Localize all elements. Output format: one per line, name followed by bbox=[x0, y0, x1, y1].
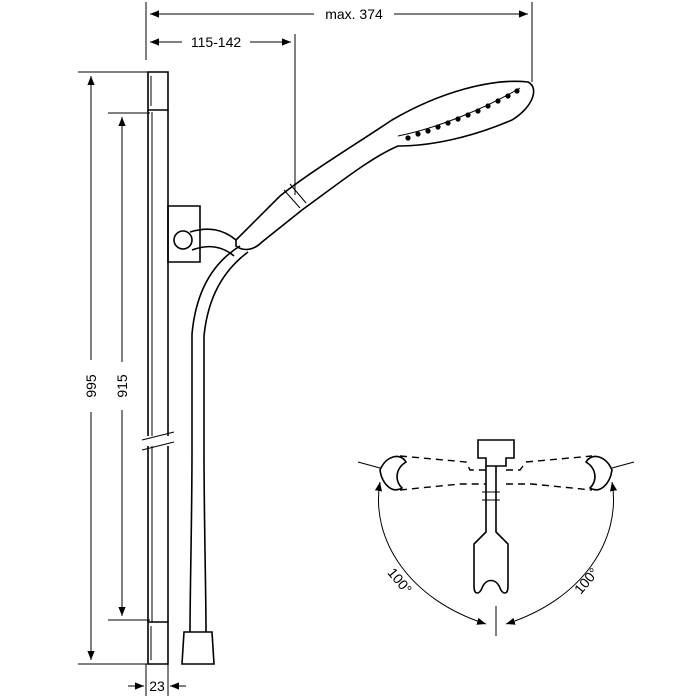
rail-depth-label: 23 bbox=[149, 678, 165, 694]
swivel-right-label: 100° bbox=[571, 565, 602, 597]
spray-face bbox=[405, 88, 520, 141]
swivel-detail: 100° 100° bbox=[357, 439, 635, 636]
slider-holder bbox=[167, 205, 237, 263]
shower-hose bbox=[181, 245, 249, 665]
total-height-dimension: 995 bbox=[78, 71, 150, 665]
wall-rail bbox=[141, 71, 175, 665]
rail-length-label: 915 bbox=[114, 374, 130, 398]
rail-depth-dimension: 23 bbox=[128, 664, 186, 696]
max-reach-dimension: max. 374 bbox=[145, 2, 533, 82]
rail-length-dimension: 915 bbox=[108, 112, 150, 621]
swivel-left-label: 100° bbox=[384, 565, 415, 597]
max-reach-label: max. 374 bbox=[325, 6, 383, 22]
total-height-label: 995 bbox=[83, 374, 99, 398]
hand-shower bbox=[235, 80, 535, 251]
adjust-range-label: 115-142 bbox=[191, 34, 242, 50]
adjust-range-dimension: 115-142 bbox=[150, 34, 296, 195]
